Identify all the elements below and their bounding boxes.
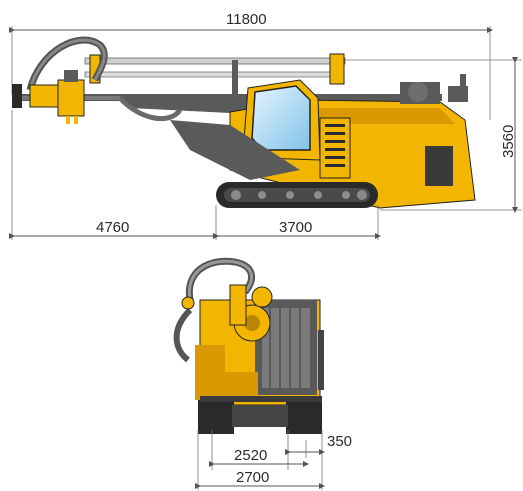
front-view: 350 2520 2700 (173, 257, 352, 490)
boom-arm (120, 96, 262, 114)
track-shoe-width-label: 350 (327, 433, 352, 450)
operator-cab (243, 79, 321, 161)
overall-length-dimension: 11800 (9, 11, 493, 120)
track-gauge-label: 2520 (234, 447, 267, 464)
drill-head (12, 70, 85, 124)
height-dimension: 3560 (340, 57, 522, 213)
front-body (181, 284, 324, 406)
cab-window (251, 85, 311, 151)
lower-frame (170, 120, 300, 180)
front-tracks (198, 396, 322, 434)
base-dimensions: 4760 3700 (9, 110, 381, 240)
side-view: 11800 3560 (9, 11, 522, 240)
overall-width-label: 2700 (236, 469, 269, 486)
front-reach-label: 4760 (96, 219, 129, 236)
overall-length-label: 11800 (226, 11, 267, 28)
rear-grille (425, 146, 453, 186)
crawler-track (216, 182, 378, 208)
track-length-label: 3700 (279, 219, 312, 236)
front-dimensions: 350 2520 2700 (195, 430, 352, 490)
height-label: 3560 (500, 125, 517, 158)
